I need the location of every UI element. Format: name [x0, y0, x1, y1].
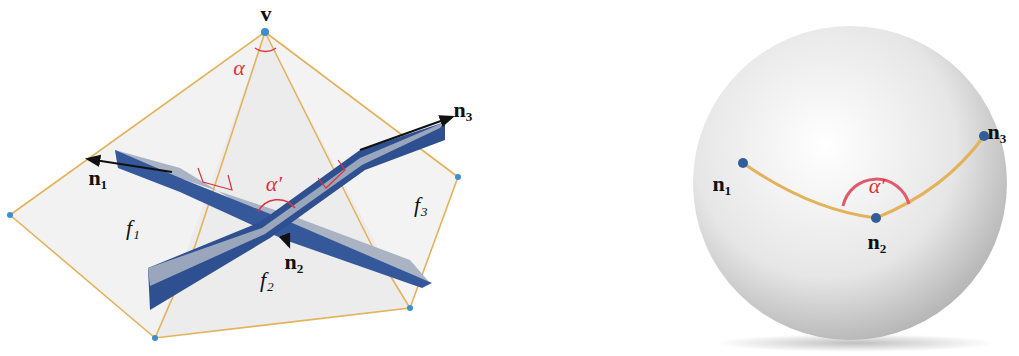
math-label: α′ — [869, 175, 885, 197]
math-label: α′ — [266, 173, 282, 195]
math-label: n₂ — [868, 231, 887, 253]
math-label: n₂ — [285, 251, 304, 273]
math-label: f₁ — [126, 217, 140, 239]
math-label: α — [233, 57, 245, 79]
math-label: n₁ — [89, 167, 108, 189]
math-label: n₃ — [454, 99, 473, 121]
math-label: n₁ — [713, 173, 732, 195]
math-label: v — [261, 3, 272, 25]
math-label: f₂ — [260, 269, 274, 291]
math-label: n₃ — [988, 121, 1007, 143]
math-label: f₃ — [414, 194, 428, 216]
